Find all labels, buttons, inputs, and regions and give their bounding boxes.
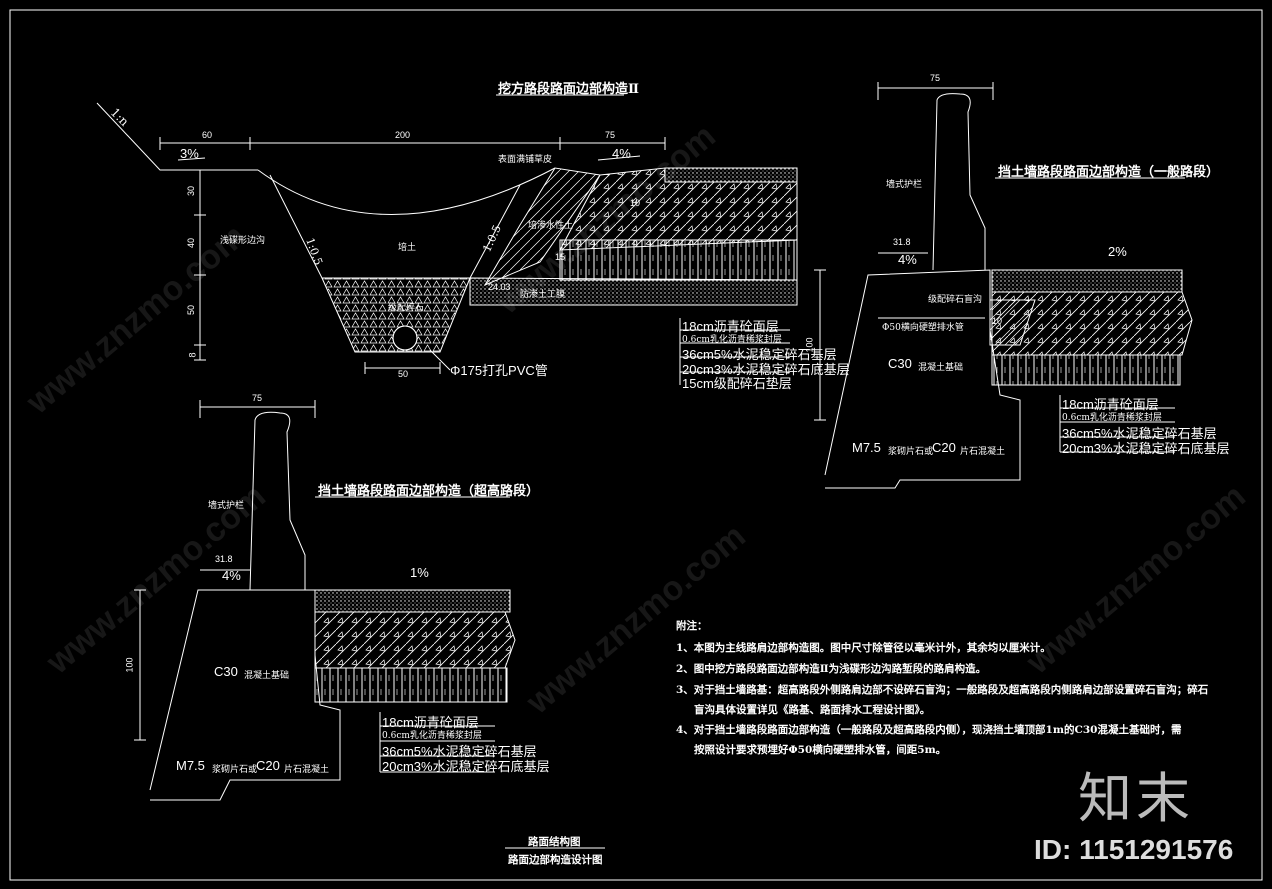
dim-label: 8 [187,352,198,358]
pvc-label: Φ175打孔PVC管 [450,363,548,378]
backfill-label: 培土 [398,243,417,253]
c20-text: 片石混凝土 [284,765,330,775]
general-wall-section [814,82,1193,489]
m75-text: 浆砌片石或 [888,447,934,457]
wall-rail-label: 墙式护栏 [886,180,923,190]
dim-label: 50 [186,304,197,316]
c20-label: C20 [932,440,956,455]
super-wall-section [134,400,516,801]
note-item: 按照设计要求预埋好Φ50横向硬塑排水管，间距5m。 [694,744,947,756]
grade-label: 4% [612,146,631,161]
layer-label: 36cm5%水泥稳定碎石基层 [682,347,837,362]
note-item: 盲沟具体设置详见《路基、路面排水工程设计图》。 [694,704,931,716]
dim-label: 31.8 [215,554,233,564]
cut-section-title: 挖方路段路面边部构造Ⅱ [498,82,639,97]
c30-label: C30 [888,356,912,371]
footer-line2: 路面边部构造设计图 [508,854,603,866]
grade-label: 1% [410,565,429,580]
layer-label: 20cm3%水泥稳定碎石底基层 [682,362,850,377]
dim-label: 31.8 [893,237,911,247]
dim-label: 200 [395,130,411,140]
gravel-label: 级配碎石 [388,303,425,313]
dim-label: 60 [202,130,213,140]
layer-label: 18cm沥青砼面层 [682,319,779,334]
gravel-drain-label: 级配碎石盲沟 [928,295,983,305]
wall-rail-label: 墙式护栏 [208,501,245,511]
dim-label: 24.03 [488,282,511,292]
pipe-label: Φ50横向硬塑排水管 [882,323,964,333]
brand-logo: 知末 [1078,767,1194,830]
dim-label: 10 [630,198,641,208]
dim-label: 15 [555,252,566,262]
layer-label: 20cm3%水泥稳定碎石底基层 [1062,441,1230,456]
note-item: 2、图中挖方路段路面边部构造Ⅱ为浅碟形边沟路堑段的路肩构造。 [676,663,987,675]
dim-label: 100 [124,657,135,673]
dim-label: 75 [605,130,616,140]
permeable-soil-label: 培渗水性土 [528,221,574,231]
layer-label: 36cm5%水泥稳定碎石基层 [382,744,537,759]
super-wall-title: 挡土墙路段路面边部构造（超高路段） [318,484,540,499]
m75-label: M7.5 [176,758,205,773]
grade-label: 2% [1108,244,1127,259]
dim-label: 75 [252,393,263,403]
note-item: 3、对于挡土墙路基：超高路段外侧路肩边部不设碎石盲沟；一般路段及超高路段内侧路肩… [676,684,1209,696]
surface-seal-label: 表面满铺草皮 [498,155,553,165]
c30-label: C30 [214,664,238,679]
note-item: 1、本图为主线路肩边部构造图。图中尺寸除管径以毫米计外，其余均以厘米计。 [676,642,1051,654]
layer-label: 0.6cm乳化沥青稀浆封层 [1062,413,1162,423]
grade-label: 3% [180,146,199,161]
note-item: 4、对于挡土墙路段路面边部构造（一般路段及超高路段内侧），现浇挡土墙顶部1m的C… [676,724,1182,736]
general-wall-title: 挡土墙路段路面边部构造（一般路段） [998,165,1220,180]
dim-label: 10 [992,316,1003,326]
notes-heading: 附注： [676,620,708,632]
c30-text: 混凝土基础 [918,363,964,373]
grade-label: 4% [898,252,917,267]
geotextile-label: 防渗土工膜 [520,290,566,300]
layer-label: 18cm沥青砼面层 [382,715,479,730]
dim-label: 30 [186,185,197,197]
c30-text: 混凝土基础 [244,671,290,681]
shallow-ditch-label: 浅碟形边沟 [220,236,266,246]
layer-label: 18cm沥青砼面层 [1062,397,1159,412]
dim-label: 75 [930,73,941,83]
layer-label: 0.6cm乳化沥青稀浆封层 [682,335,782,345]
dim-label: 100 [804,337,815,353]
m75-label: M7.5 [852,440,881,455]
grade-label: 4% [222,568,241,583]
image-id: ID: 1151291576 [1034,834,1234,865]
dim-label: 50 [398,369,409,379]
footer-line1: 路面结构图 [528,836,581,848]
cut-section [96,94,798,385]
c20-text: 片石混凝土 [960,447,1006,457]
m75-text: 浆砌片石或 [212,765,258,775]
layer-label: 0.6cm乳化沥青稀浆封层 [382,731,482,741]
layer-label: 20cm3%水泥稳定碎石底基层 [382,759,550,774]
layer-label: 15cm级配碎石垫层 [682,376,792,391]
c20-label: C20 [256,758,280,773]
layer-label: 36cm5%水泥稳定碎石基层 [1062,426,1217,441]
dim-label: 40 [186,237,197,249]
